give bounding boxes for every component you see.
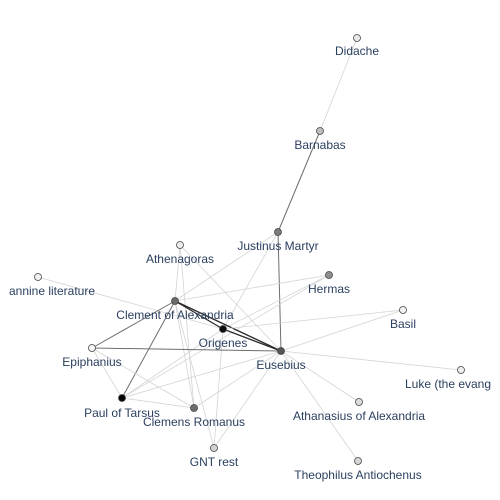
edge-origenes-gnt: [213, 328, 224, 449]
node-clemens[interactable]: [190, 404, 198, 412]
node-label-athenagoras: Athenagoras: [146, 252, 214, 266]
edge-paul-clemens: [121, 397, 195, 409]
edge-layer: [37, 37, 462, 462]
edge-epiphanius-eusebius: [91, 347, 282, 352]
edge-hermas-clement: [174, 274, 330, 302]
edge-clement-origenes: [174, 300, 224, 330]
node-label-clement: Clement of Alexandria: [116, 308, 234, 322]
node-clement[interactable]: [171, 297, 179, 305]
edge-eusebius-paul: [121, 350, 282, 399]
edge-athenagoras-eusebius: [179, 244, 282, 352]
edge-eusebius-gnt: [213, 350, 282, 449]
node-athenagoras[interactable]: [176, 241, 184, 249]
node-label-paul: Paul of Tarsus: [84, 406, 160, 420]
node-justinus[interactable]: [274, 228, 282, 236]
edge-eusebius-theophilus: [280, 350, 359, 462]
node-eusebius[interactable]: [277, 347, 285, 355]
edge-athenagoras-clemens: [179, 244, 195, 409]
edge-johannine-origenes: [37, 276, 224, 330]
node-didache[interactable]: [353, 34, 361, 42]
edge-eusebius-athanasius: [280, 350, 360, 403]
edge-clement-epiphanius: [91, 300, 176, 349]
node-basil[interactable]: [399, 306, 407, 314]
node-paul[interactable]: [118, 394, 126, 402]
node-johannine[interactable]: [34, 273, 42, 281]
node-gnt[interactable]: [210, 444, 218, 452]
edge-justinus-eusebius: [277, 231, 282, 352]
node-label-barnabas: Barnabas: [294, 138, 345, 152]
edge-hermas-origenes: [222, 274, 330, 330]
edge-eusebius-luke: [280, 350, 462, 371]
edge-basil-origenes: [222, 309, 404, 330]
edge-eusebius-clemens: [193, 350, 282, 409]
node-label-eusebius: Eusebius: [256, 358, 305, 372]
edge-athenagoras-clement: [174, 244, 181, 302]
node-theophilus[interactable]: [354, 457, 362, 465]
node-barnabas[interactable]: [316, 127, 324, 135]
edge-origenes-paul: [121, 328, 224, 399]
edge-epiphanius-paul: [91, 347, 123, 399]
edge-clement-paul: [121, 300, 176, 399]
edge-epiphanius-clemens: [91, 347, 195, 409]
node-label-origenes: Origenes: [199, 336, 248, 350]
node-label-theophilus: Theophilus Antiochenus: [294, 468, 421, 482]
edge-clement-eusebius: [174, 300, 282, 352]
edge-barnabas-justinus: [277, 130, 321, 233]
node-luke[interactable]: [457, 366, 465, 374]
node-athanasius[interactable]: [355, 398, 363, 406]
node-label-basil: Basil: [390, 317, 416, 331]
edge-didache-barnabas: [319, 37, 358, 132]
node-label-justinus: Justinus Martyr: [237, 239, 318, 253]
node-origenes[interactable]: [219, 325, 227, 333]
edge-basil-eusebius: [280, 309, 404, 352]
node-label-didache: Didache: [335, 44, 379, 58]
node-label-athanasius: Athanasius of Alexandria: [293, 409, 425, 423]
node-label-hermas: Hermas: [308, 282, 350, 296]
node-hermas[interactable]: [325, 271, 333, 279]
node-epiphanius[interactable]: [88, 344, 96, 352]
edge-clement-gnt: [174, 300, 215, 449]
node-label-luke: Luke (the evang: [405, 377, 491, 391]
node-label-epiphanius: Epiphanius: [62, 355, 121, 369]
node-label-johannine: annine literature: [9, 284, 95, 298]
edge-origenes-eusebius: [222, 328, 282, 352]
edge-clement-clemens: [174, 300, 195, 409]
node-layer: [34, 34, 465, 465]
edge-justinus-origenes: [222, 231, 279, 330]
node-label-gnt: GNT rest: [190, 455, 239, 469]
edge-hermas-paul: [121, 274, 330, 399]
edge-justinus-clement: [174, 231, 279, 302]
node-label-clemens: Clemens Romanus: [143, 415, 245, 429]
